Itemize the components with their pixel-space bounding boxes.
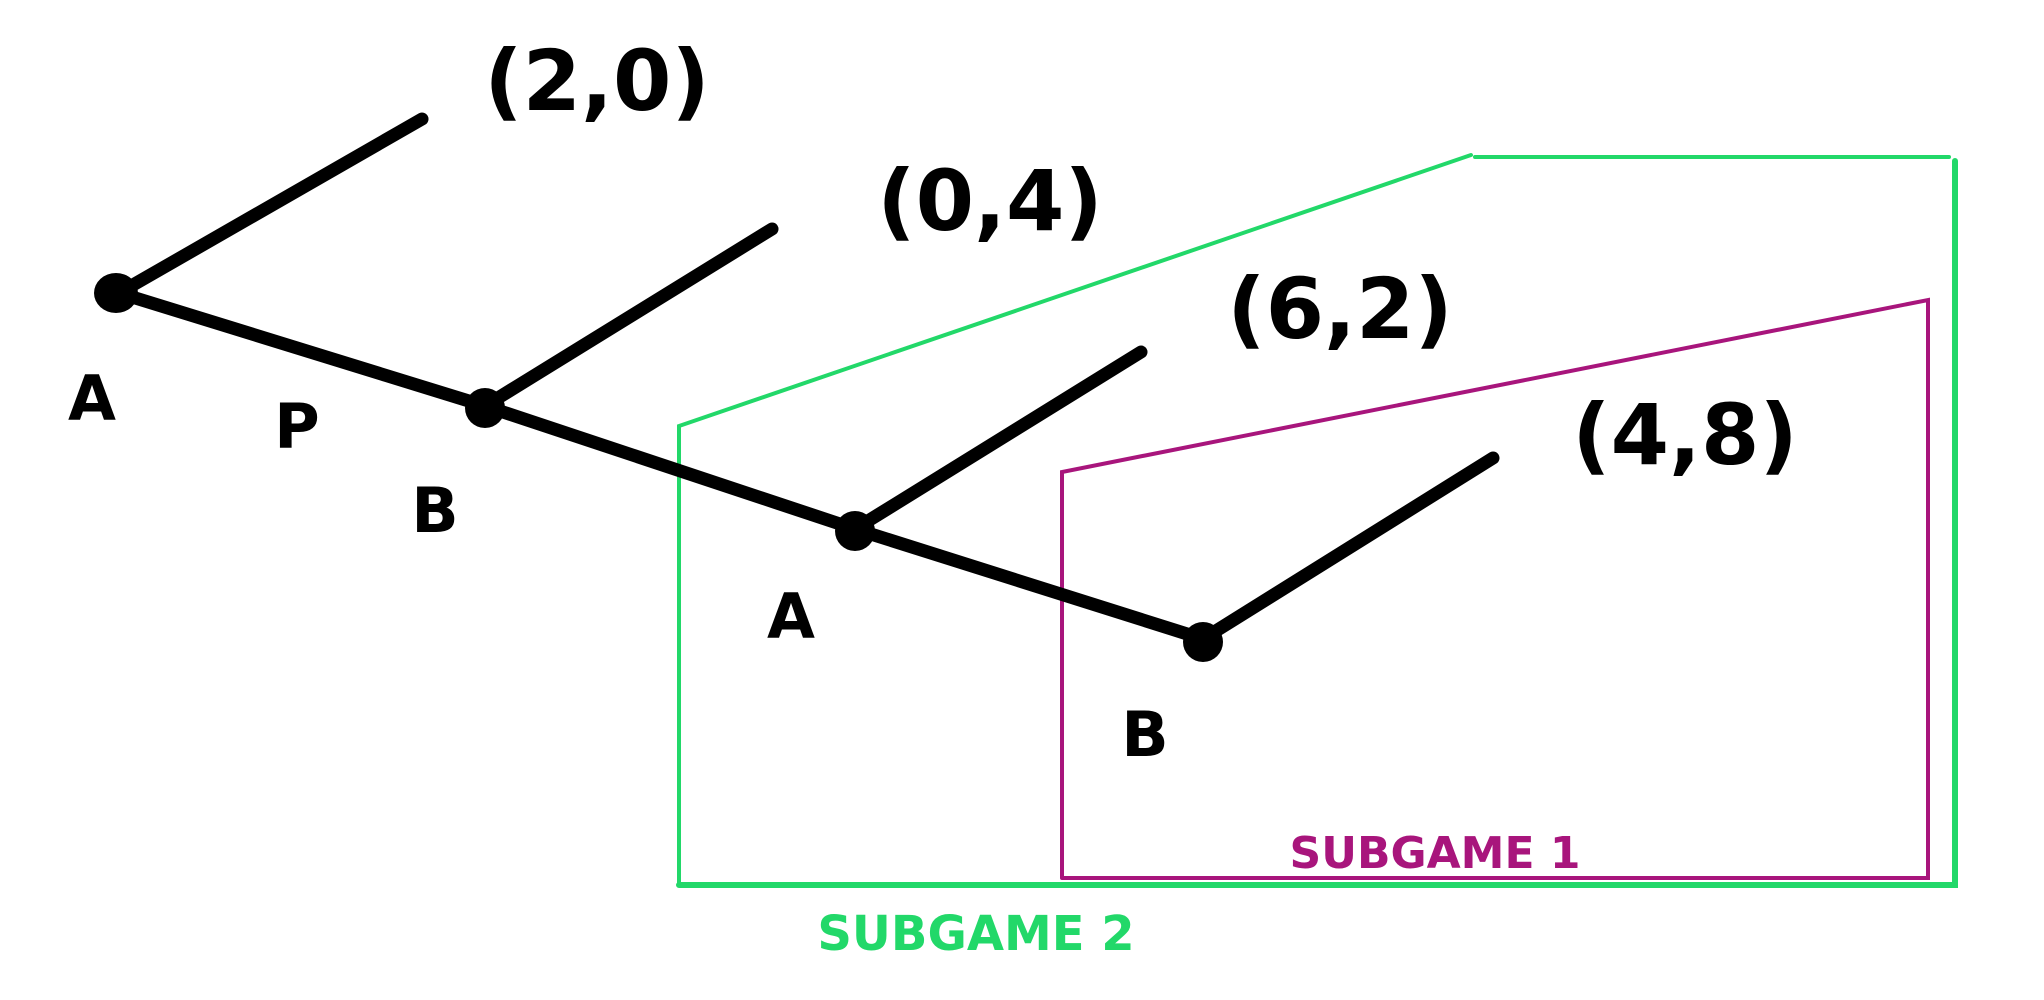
node-label-2: B <box>411 474 458 547</box>
subgame-1-label: SUBGAME 1 <box>1290 828 1581 879</box>
terminal-edge-4 <box>1196 451 1500 646</box>
main-edge-1 <box>112 286 492 413</box>
node-label-3: A <box>767 580 815 653</box>
node-label-4: B <box>1121 698 1168 771</box>
payoff-1: (2,0) <box>484 32 710 130</box>
main-edge-2 <box>478 399 862 536</box>
terminal-edge-1 <box>112 112 429 300</box>
main-edge-3 <box>848 522 1210 646</box>
payoff-2: (0,4) <box>877 152 1103 250</box>
terminal-edge-2 <box>478 222 779 413</box>
edge-label: P <box>274 390 319 463</box>
payoff-3: (6,2) <box>1227 260 1453 358</box>
node-label-1: A <box>68 362 116 435</box>
decision-node-2 <box>465 388 505 428</box>
decision-node-3 <box>835 511 875 551</box>
payoff-4: (4,8) <box>1572 386 1798 484</box>
decision-node-4 <box>1183 622 1223 662</box>
subgame-2-label: SUBGAME 2 <box>817 906 1134 962</box>
subgame-2-box <box>676 153 1958 888</box>
terminal-edge-3 <box>848 345 1148 536</box>
subgame-1-box <box>1060 297 1930 880</box>
decision-node-1 <box>94 273 138 313</box>
